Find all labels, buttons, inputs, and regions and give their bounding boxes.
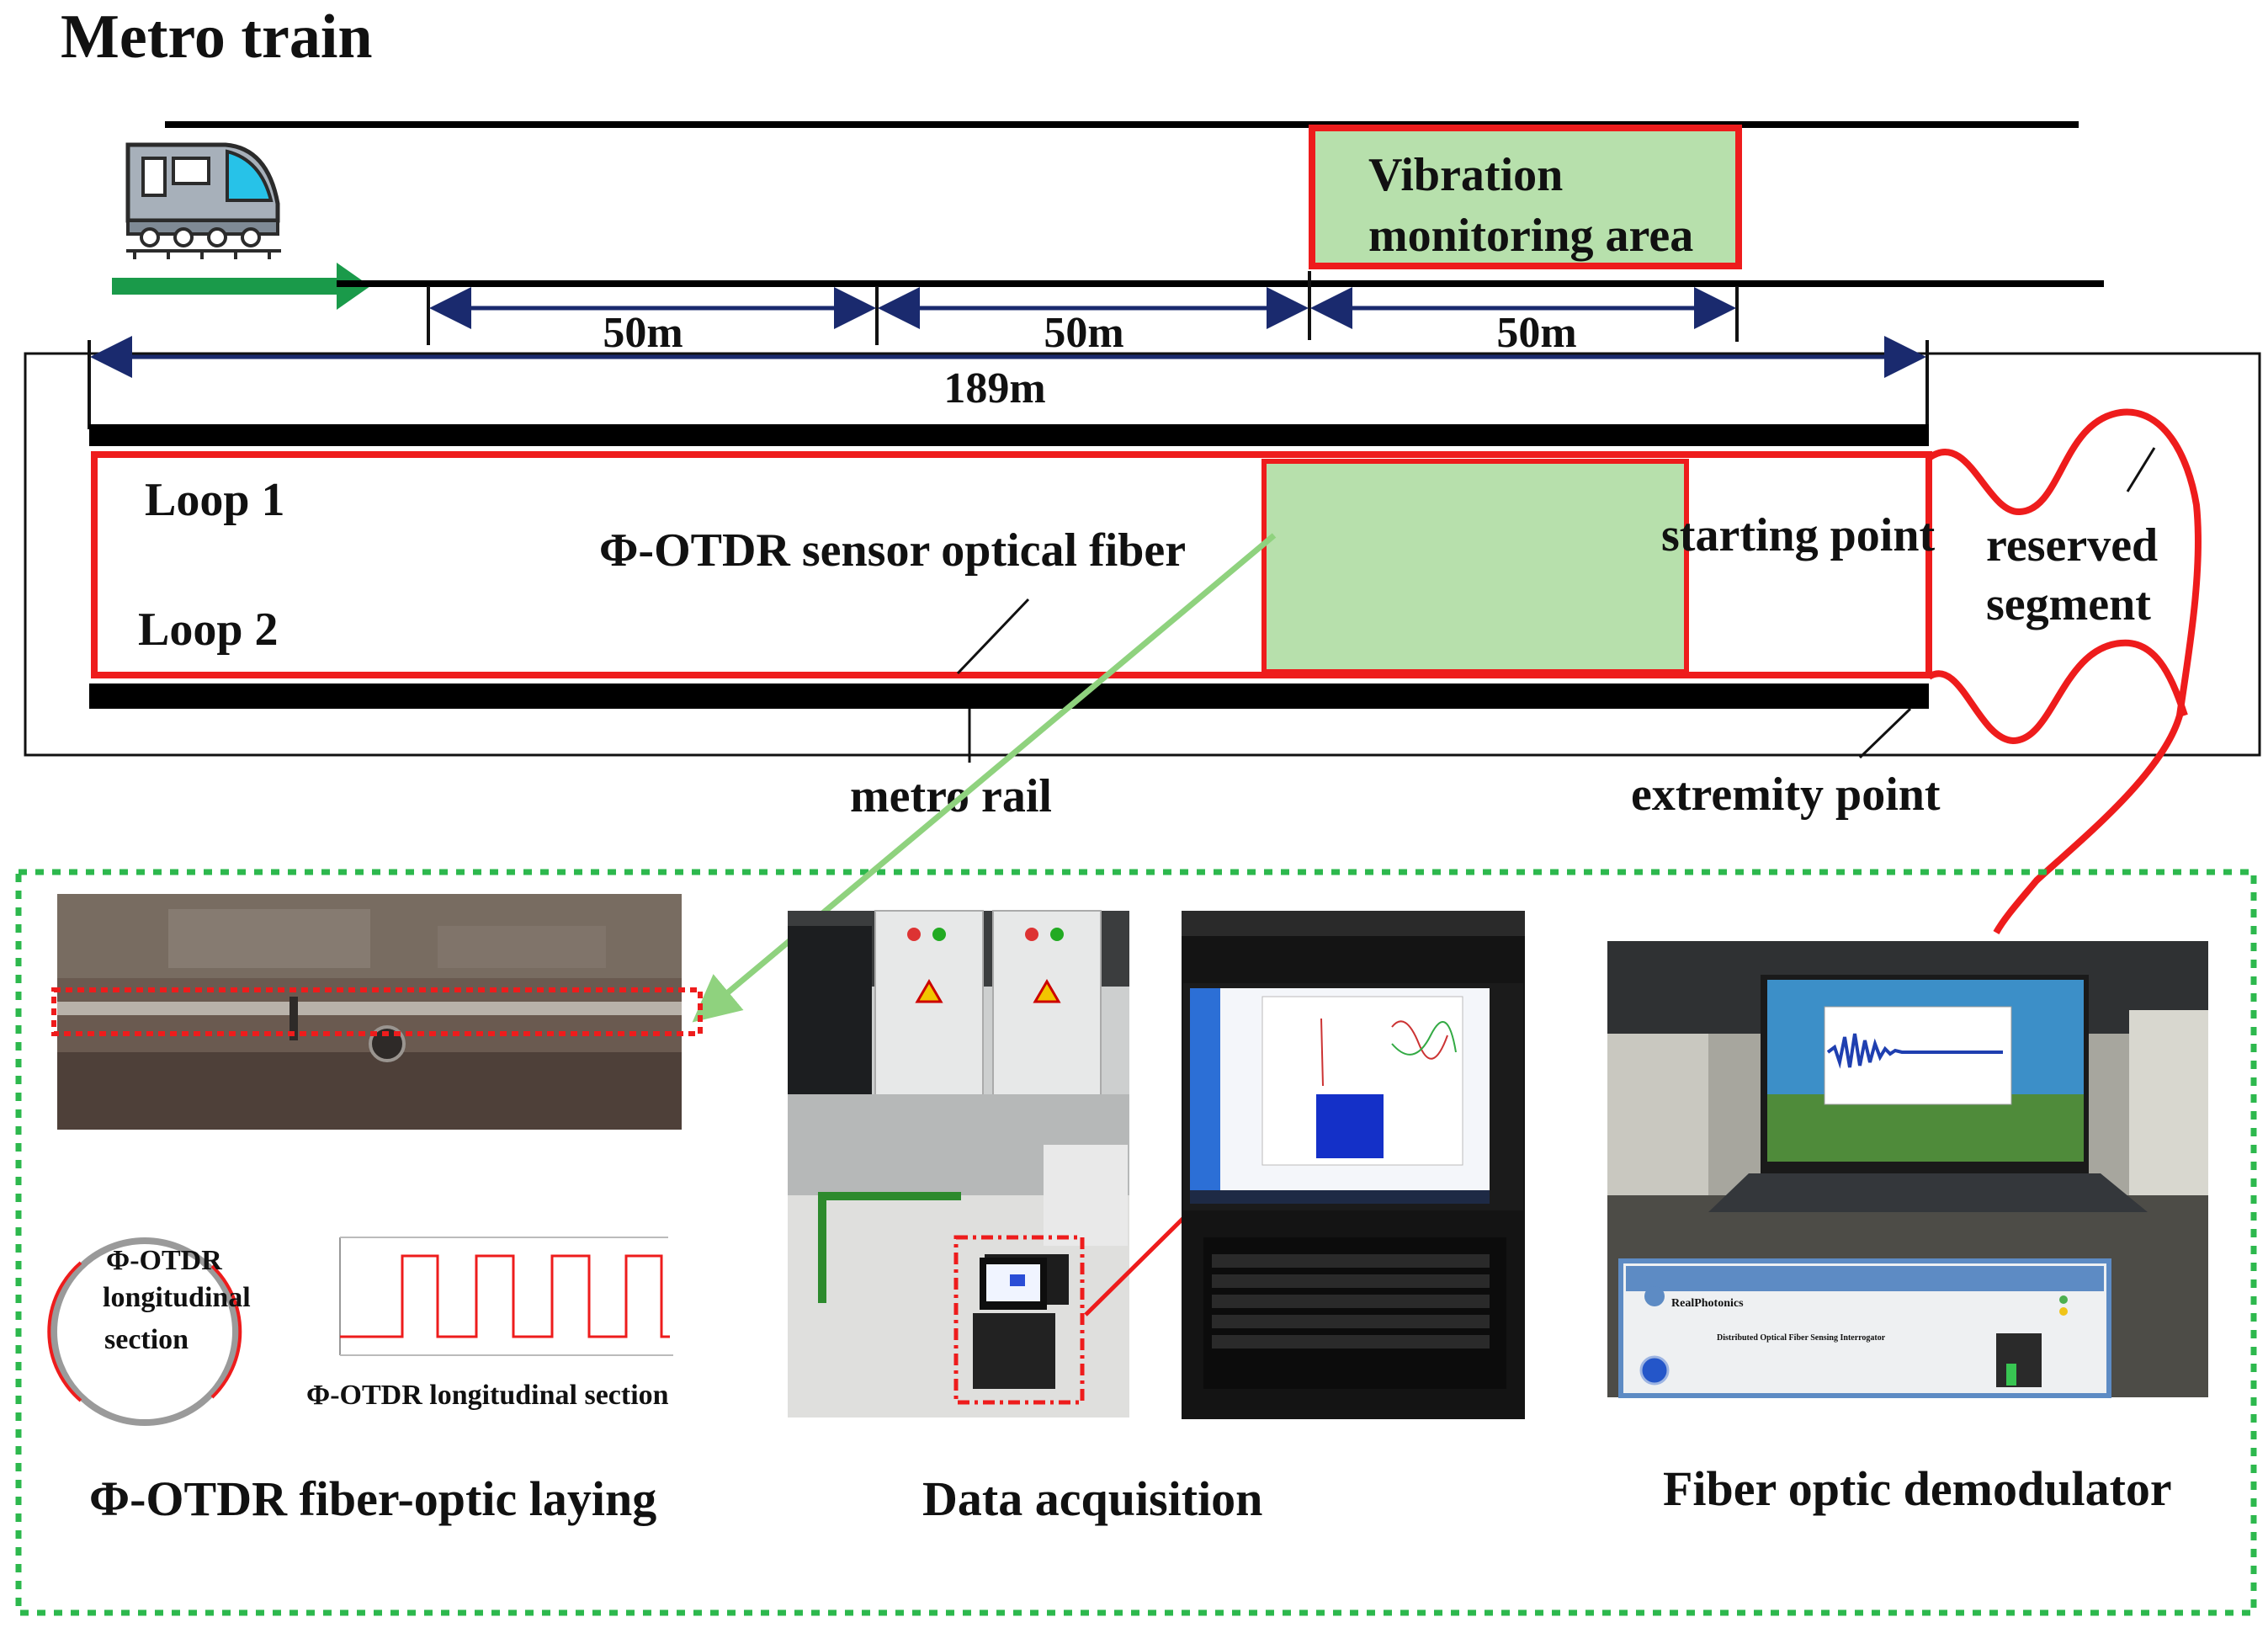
equipment-panel-border (15, 869, 2257, 1616)
circle-label-line2: longitudinal (103, 1282, 251, 1313)
metro-rail-top (89, 424, 1929, 446)
loop2-label: Loop 2 (138, 604, 279, 656)
monitoring-area-line1: Vibration (1368, 149, 1563, 201)
direction-arrow (112, 263, 370, 310)
total-length-ticks (88, 340, 1929, 429)
acquisition-caption: Data acquisition (922, 1471, 1262, 1526)
circle-label-line1: Φ-OTDR (106, 1245, 222, 1276)
demodulator-brand: RealPhotonics (1671, 1297, 1744, 1310)
wave-caption: Φ-OTDR longitudinal section (306, 1380, 669, 1411)
segment-label-3: 50m (1496, 309, 1576, 357)
reserved-label-line2: segment (1986, 578, 2151, 630)
fiber-highlight-box (51, 987, 703, 1036)
sensing-zone (1261, 459, 1689, 674)
segment-label-1: 50m (603, 309, 683, 357)
reserved-label-line1: reserved (1986, 519, 2158, 572)
sensor-fiber-leader (956, 598, 1030, 675)
acquisition-room-photo (788, 910, 1129, 1418)
monitoring-area-line2: monitoring area (1368, 210, 1693, 262)
diagram-title: Metro train (61, 3, 373, 72)
square-wave-layout (339, 1237, 673, 1356)
acquisition-laptop-photo (1182, 911, 1525, 1419)
longitudinal-section-circle (47, 1237, 242, 1426)
reserved-leader (2126, 447, 2156, 492)
demodulator-photo (1607, 941, 2208, 1398)
total-length-label: 189m (943, 364, 1045, 412)
demodulator-device-text: Distributed Optical Fiber Sensing Interr… (1717, 1333, 1886, 1343)
metro-rail-label: metro rail (850, 770, 1052, 822)
metro-rail-bottom (89, 684, 1929, 709)
train-icon (125, 142, 281, 259)
laying-caption: Φ-OTDR fiber-optic laying (89, 1471, 656, 1526)
fiber-laying-photo (51, 894, 703, 1130)
monitoring-area-box (1309, 125, 1742, 269)
segment-ticks (427, 271, 1739, 345)
sensor-fiber-label: Φ-OTDR sensor optical fiber (599, 524, 1186, 577)
segment-label-2: 50m (1044, 309, 1123, 357)
extremity-leader (1858, 707, 1912, 759)
demodulator-caption: Fiber optic demodulator (1663, 1461, 2172, 1516)
laptop-highlight-box (953, 1235, 1085, 1405)
extremity-point-label: extremity point (1631, 769, 1941, 821)
fiber-loop (91, 451, 1932, 678)
loop1-label: Loop 1 (145, 474, 285, 526)
circle-label-line3: section (104, 1324, 189, 1355)
starting-point-label: starting point (1661, 509, 1935, 561)
reserved-fiber-segment (1926, 408, 2202, 934)
